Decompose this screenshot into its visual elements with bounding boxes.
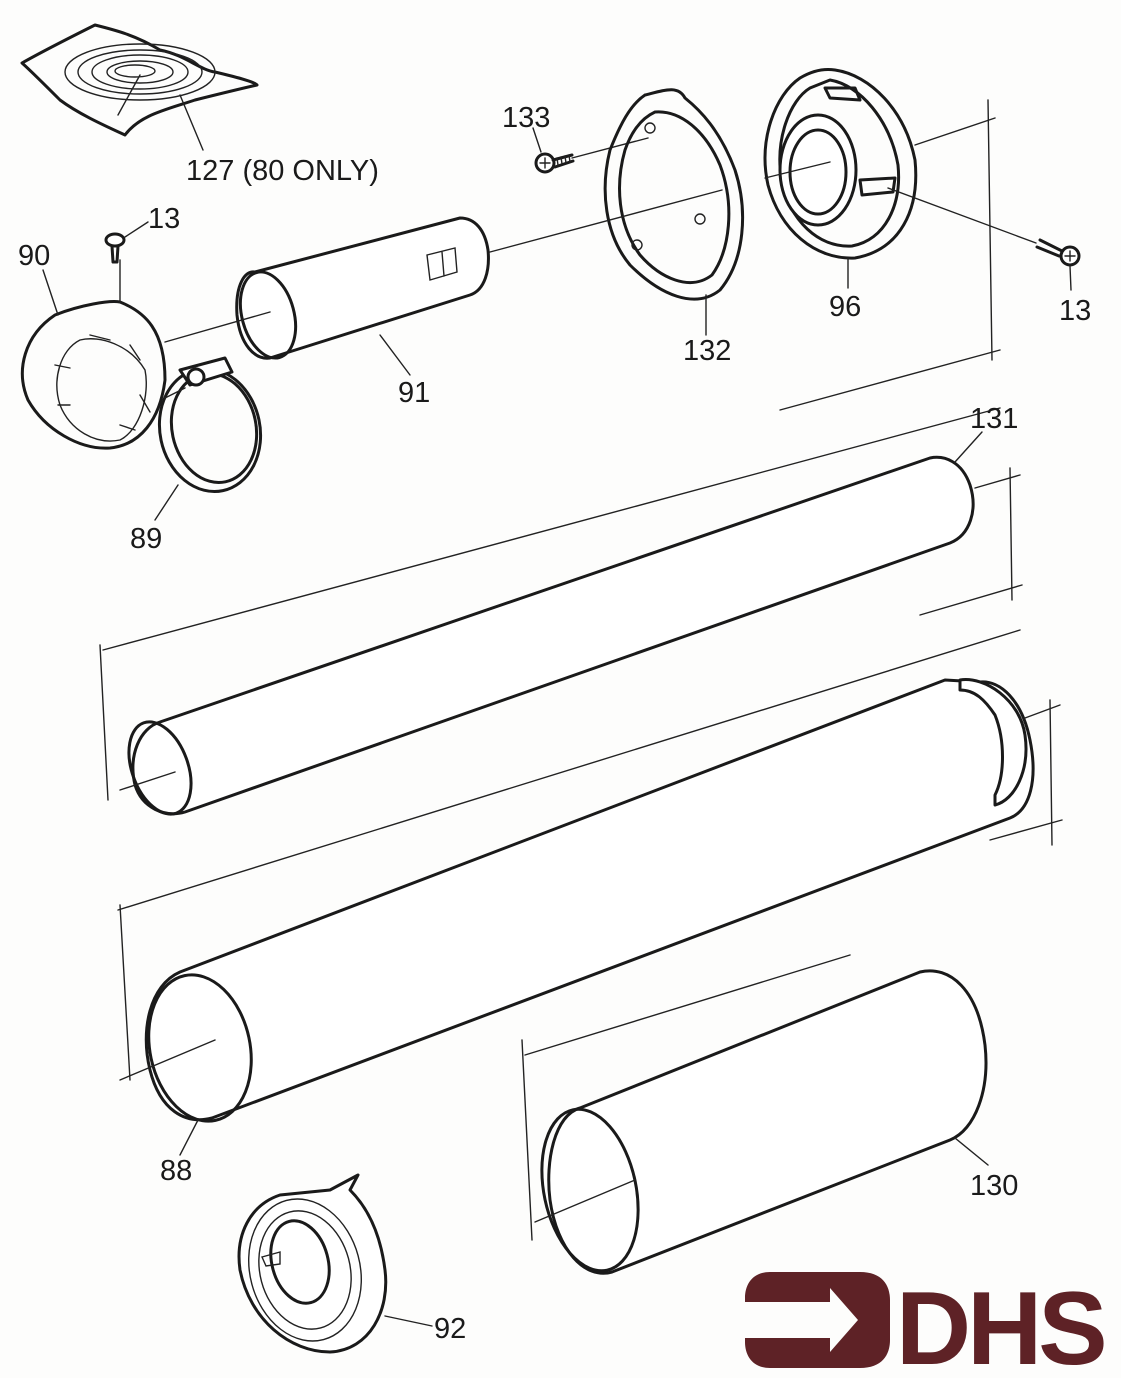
label-132: 132 bbox=[683, 335, 731, 367]
part-92-sealing-collar bbox=[237, 1173, 433, 1354]
dhs-logo: DHS bbox=[745, 1271, 1108, 1378]
dim-line-130-left bbox=[521, 1039, 533, 1241]
dim-line-131-right bbox=[1009, 467, 1013, 601]
label-88: 88 bbox=[160, 1155, 192, 1187]
logo-text: DHS bbox=[896, 1271, 1104, 1378]
label-96: 96 bbox=[829, 291, 861, 323]
part-13-screw-right bbox=[887, 187, 1081, 291]
part-13-screw-left bbox=[104, 221, 149, 264]
dim-line-88-right bbox=[1049, 699, 1053, 846]
label-13-right: 13 bbox=[1059, 295, 1091, 327]
label-91: 91 bbox=[398, 377, 430, 409]
label-131: 131 bbox=[970, 403, 1018, 435]
part-91-pipe bbox=[164, 216, 490, 376]
label-90: 90 bbox=[18, 240, 50, 272]
part-131-inner-flue-pipe bbox=[99, 407, 1023, 816]
label-92: 92 bbox=[434, 1313, 466, 1345]
part-90-terminal bbox=[20, 259, 167, 450]
label-89: 89 bbox=[130, 523, 162, 555]
label-13-left: 13 bbox=[148, 203, 180, 235]
part-89-hose-clip bbox=[154, 356, 263, 521]
logo-arrow-icon bbox=[745, 1272, 890, 1368]
dim-line-top-2 bbox=[779, 349, 1001, 411]
label-127: 127 (80 ONLY) bbox=[186, 155, 379, 187]
dim-line-top-1 bbox=[914, 117, 996, 146]
dim-line-88-top bbox=[117, 629, 1021, 911]
part-88-outer-flue-pipe bbox=[117, 629, 1063, 1156]
assembly-axis-top bbox=[489, 189, 723, 253]
part-130-extension-pipe bbox=[521, 954, 989, 1275]
dim-line-88-left bbox=[119, 904, 131, 1081]
dim-line-131-left bbox=[99, 644, 109, 801]
part-127-flashing bbox=[20, 23, 259, 151]
dim-line-131-top bbox=[102, 407, 1001, 651]
part-132-gasket bbox=[603, 88, 744, 336]
label-133: 133 bbox=[502, 102, 550, 134]
label-130: 130 bbox=[970, 1170, 1018, 1202]
dim-line-130-top bbox=[524, 954, 851, 1056]
part-96-wall-plate bbox=[763, 68, 918, 289]
dim-line-vertical-1 bbox=[987, 99, 993, 361]
assembly-axis-top-2 bbox=[764, 161, 831, 179]
